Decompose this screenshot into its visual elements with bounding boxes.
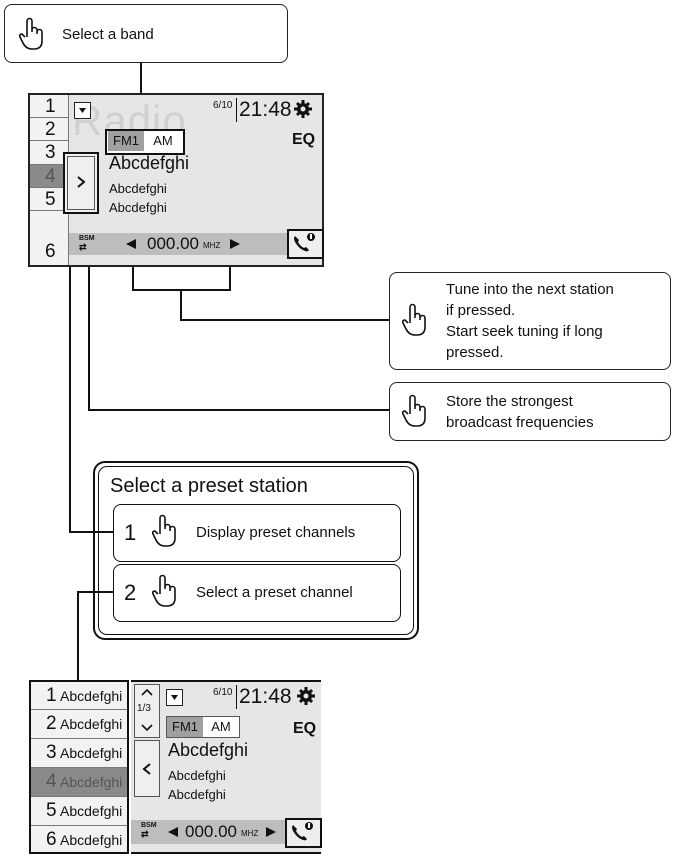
phone-button[interactable] [285,818,322,848]
seek-prev-icon[interactable] [125,238,137,250]
tap-hand-icon [402,394,426,427]
band-selector: FM1 AM [105,129,185,155]
chevron-right-icon [77,176,86,188]
phone-icon [292,822,313,841]
preset-4[interactable]: 4 [30,165,68,188]
step-1-label: Display preset channels [196,524,356,541]
station-info-1: Abcdefghi [109,181,167,196]
preset-box-title: Select a preset station [110,475,308,497]
expand-preset-tab[interactable] [63,152,99,214]
station-info-2: Abcdefghi [109,200,167,215]
dropdown-button[interactable] [74,102,91,119]
frequency-unit: MHZ [203,241,221,250]
page-scroller: 1/3 [134,684,160,738]
scroll-down-icon[interactable] [140,723,154,733]
bsm-button[interactable]: BSM⇄ [141,822,157,839]
select-band-text: Select a band [62,26,154,43]
band-am[interactable]: AM [211,719,231,734]
radio-screen-top: Radio 1 2 3 4 5 6 6/10 21:48 EQ FM1 AM A… [28,93,324,267]
time-page: 6/10 [213,687,233,698]
tap-hand-icon [19,17,43,50]
band-fm1[interactable]: FM1 [108,131,144,151]
preset-5[interactable]: 5 [30,188,68,211]
station-info-2: Abcdefghi [168,787,226,802]
station-name: Abcdefghi [168,740,249,760]
preset-2[interactable]: 2 [30,118,68,141]
preset-1[interactable]: 1 [30,95,68,118]
tuner-bar: BSM⇄ 000.00 MHZ [131,818,322,848]
tune-line-1: Tune into the next station [446,281,614,298]
step-2-label: Select a preset channel [196,584,353,601]
swap-icon: ⇄ [79,242,87,252]
clock: 21:48 [236,98,292,122]
swap-icon: ⇄ [141,829,149,839]
preset-6[interactable]: 6 [45,241,56,262]
step-2: 2 Select a preset channel [113,564,401,622]
store-line-1: Store the strongest [446,393,573,410]
tap-hand-icon [152,514,176,547]
seek-next-icon[interactable] [265,826,277,838]
phone-icon [294,233,315,252]
chevron-left-icon [142,763,151,775]
seek-prev-icon[interactable] [167,826,179,838]
seek-next-icon[interactable] [229,238,241,250]
frequency-unit: MHZ [241,829,259,838]
store-line-2: broadcast frequencies [446,414,594,431]
triangle-down-icon [79,108,86,113]
tap-hand-icon [402,303,426,336]
dropdown-button[interactable] [166,689,183,706]
scroll-up-icon[interactable] [140,687,154,697]
tune-line-2: if pressed. [446,302,516,319]
preset-station-box: Select a preset station 1 Display preset… [93,461,419,640]
band-selector: FM1 AM [166,716,240,738]
phone-button[interactable] [287,229,324,259]
tune-line-3: Start seek tuning if long [446,323,603,340]
gear-icon[interactable] [294,100,312,118]
clock: 21:48 [236,685,292,709]
triangle-down-icon [171,695,178,700]
band-fm1[interactable]: FM1 [167,717,203,737]
tuner-bar: BSM⇄ 000.00 MHZ [69,229,324,259]
gear-icon[interactable] [297,687,315,705]
eq-button[interactable]: EQ [292,131,316,148]
step-1: 1 Display preset channels [113,504,401,562]
step-2-number: 2 [124,580,137,605]
bsm-button[interactable]: BSM⇄ [79,235,95,252]
band-am[interactable]: AM [153,133,173,148]
tap-hand-icon [152,574,176,607]
station-name: Abcdefghi [109,153,190,173]
frequency: 000.00 [185,822,237,841]
preset-column: 1 2 3 4 5 6 [30,95,69,265]
eq-button[interactable]: EQ [293,720,317,737]
station-info-1: Abcdefghi [168,768,226,783]
store-callout: Store the strongest broadcast frequencie… [389,382,671,441]
tune-next-callout: Tune into the next station if pressed. S… [389,272,671,370]
tune-line-4: pressed. [446,344,504,361]
time-page: 6/10 [213,100,233,111]
select-band-callout: Select a band [4,4,288,63]
step-1-number: 1 [124,520,137,545]
preset-3[interactable]: 3 [30,141,68,165]
page-indicator: 1/3 [137,703,151,714]
radio-main-panel: 1/3 6/10 21:48 FM1 AM EQ Abcdefghi Abcde… [131,680,322,854]
frequency: 000.00 [147,234,199,253]
collapse-preset-tab[interactable] [134,740,160,797]
